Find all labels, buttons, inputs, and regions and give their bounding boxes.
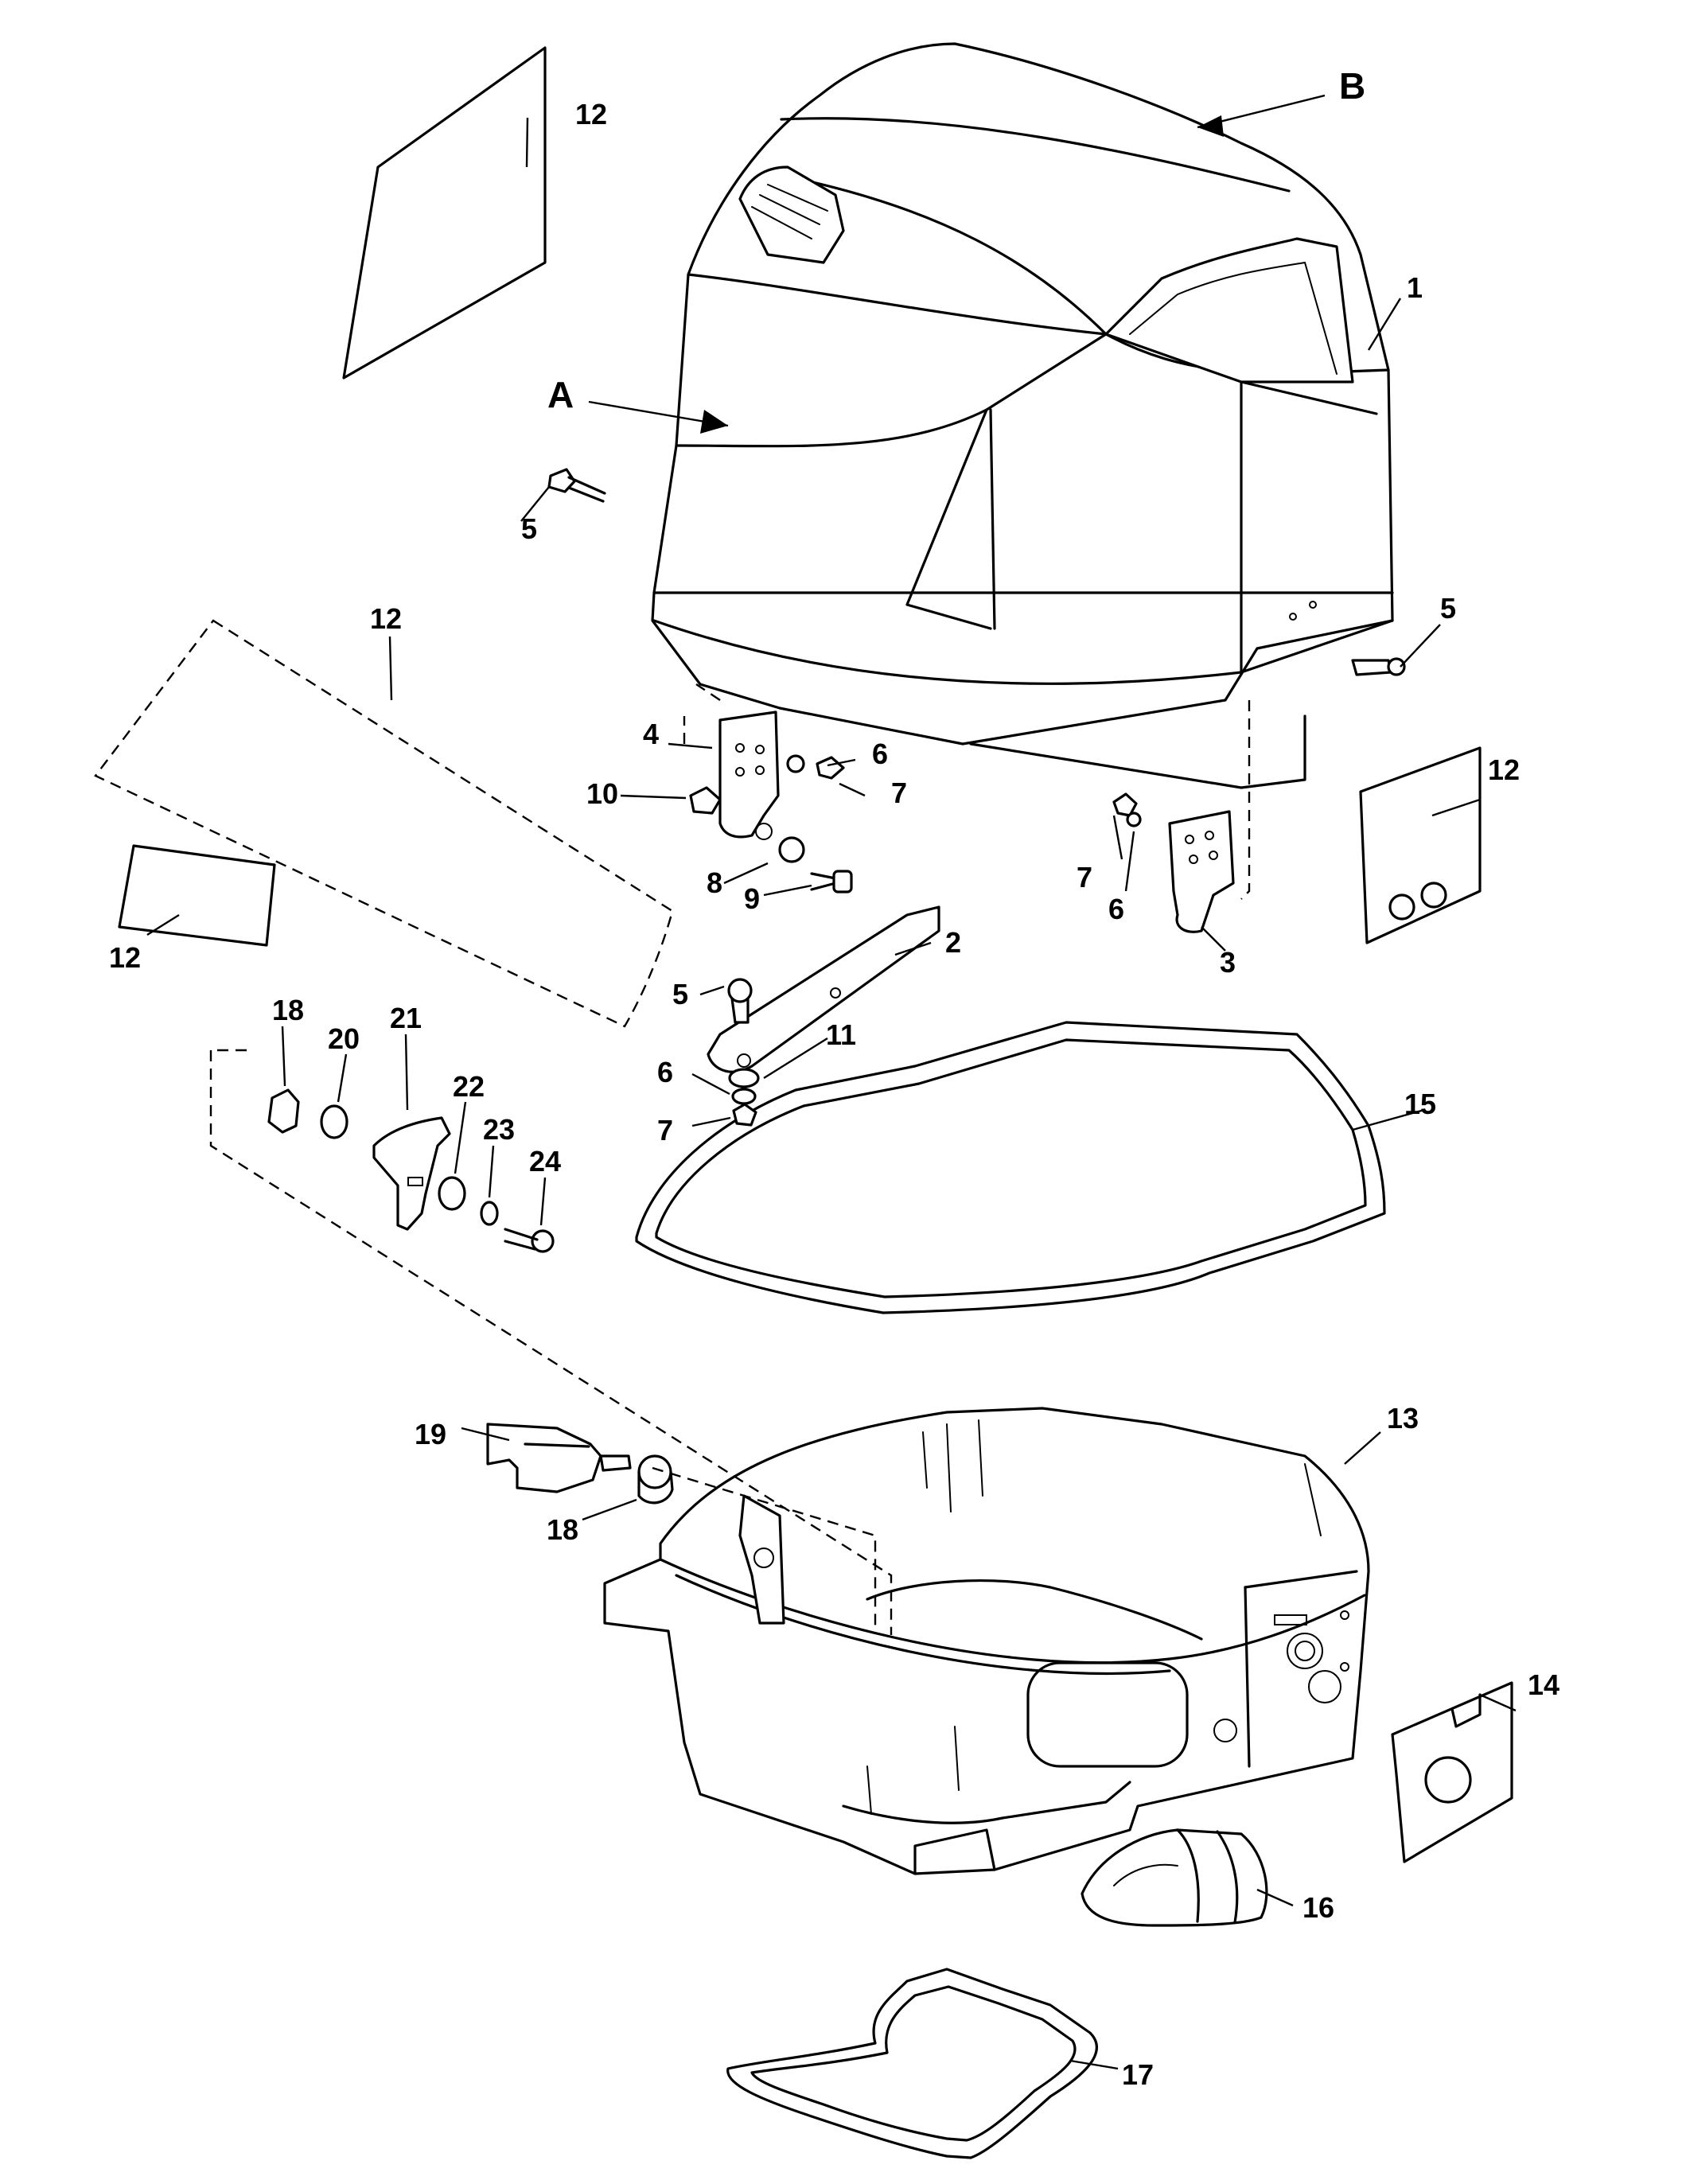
callout-22: 22 [453,1070,485,1103]
callout-12-top: 12 [575,98,607,130]
top-cowl [651,42,1394,789]
callout-6-lower: 6 [657,1056,673,1088]
callout-5-arm: 5 [672,978,688,1010]
latch-hardware [267,1088,674,1505]
callout-10: 10 [586,777,618,810]
callout-18-upper: 18 [272,994,304,1026]
side-plate [1391,1681,1513,1863]
callout-12-right: 12 [1488,753,1520,786]
callout-11: 11 [826,1018,856,1051]
callout-7-lower: 7 [657,1114,673,1147]
callout-6-upper: 6 [872,738,888,770]
cowl-seal [635,1021,1386,1314]
leader-lines [146,94,1517,2070]
callout-9: 9 [744,882,760,915]
bottom-gasket [726,1968,1098,2159]
callout-16: 16 [1302,1891,1334,1924]
reference-letter-a: A [547,374,574,415]
callout-4: 4 [643,718,659,750]
callout-18-lower: 18 [547,1513,578,1546]
callout-17: 17 [1122,2058,1154,2091]
callout-1: 1 [1407,271,1423,304]
callout-2: 2 [945,926,961,959]
callout-6-right: 6 [1108,893,1124,925]
callout-21: 21 [390,1002,422,1034]
callout-7-right: 7 [1077,861,1092,893]
callout-12-small: 12 [109,941,141,974]
callout-5-right: 5 [1440,592,1456,625]
callout-24: 24 [529,1145,561,1178]
callout-20: 20 [328,1022,360,1055]
callout-3: 3 [1220,946,1236,979]
callout-13: 13 [1387,1402,1419,1435]
bottom-cowl [603,1407,1370,1875]
callout-15: 15 [1404,1088,1436,1120]
mount-brackets [547,468,1406,1127]
callout-23: 23 [483,1113,515,1146]
callout-7-upper: 7 [891,777,907,809]
callout-12-dashed: 12 [370,602,402,635]
alignment-lines [209,683,1251,1635]
callout-19: 19 [415,1418,446,1450]
grommet [1081,1828,1268,1927]
decals [94,46,1482,1028]
callout-5-left: 5 [521,512,537,545]
callout-14: 14 [1528,1668,1559,1701]
callout-8: 8 [707,866,722,899]
reference-letter-b: B [1339,65,1365,107]
